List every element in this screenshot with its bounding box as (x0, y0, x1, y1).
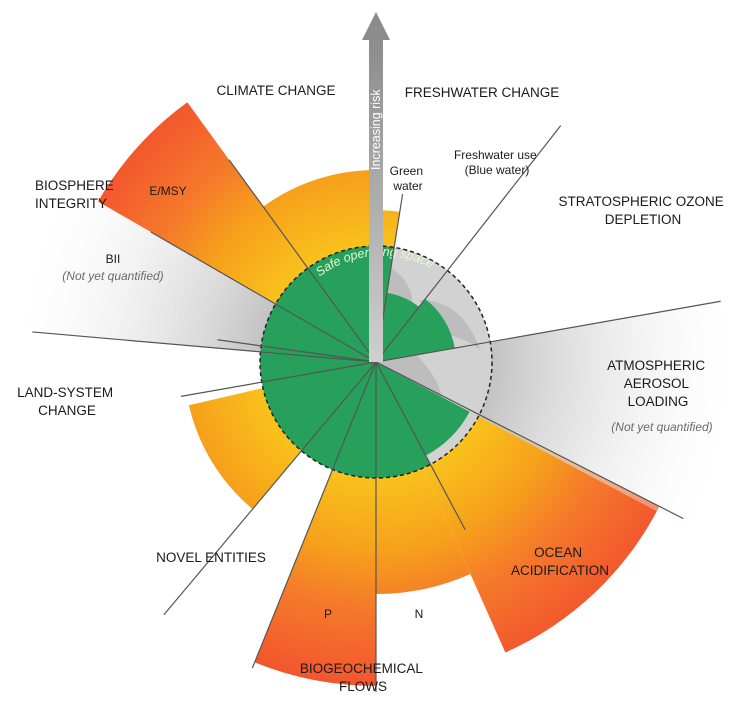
globe: Safe operating space (259, 245, 493, 479)
divider-line (251, 361, 377, 669)
label-aerosol-loading: ATMOSPHERIC AEROSOL LOADING (607, 358, 709, 409)
divider-line (375, 125, 562, 363)
label-ocean-acidification: OCEAN ACIDIFICATION (511, 545, 609, 578)
increasing-risk-label: Increasing risk (369, 89, 383, 170)
divider-line (228, 159, 377, 363)
label-ozone-depletion: STRATOSPHERIC OZONE DEPLETION (558, 194, 727, 227)
increasing-risk-arrow: Increasing risk (362, 12, 390, 362)
label-biosphere-integrity: BIOSPHERE INTEGRITY (35, 178, 118, 211)
green-water-label: Green water (390, 164, 427, 193)
emsy-label: E/MSY (149, 184, 186, 198)
label-biogeochemical-flows: BIOGEOCHEMICAL FLOWS (300, 661, 426, 694)
divider-line (163, 361, 377, 616)
divider-line (375, 361, 684, 520)
bii-note: (Not yet quantified) (62, 269, 163, 283)
label-freshwater-change: FRESHWATER CHANGE (405, 85, 560, 100)
safe-operating-space (260, 246, 470, 478)
divider-line (217, 339, 377, 363)
divider-line (375, 361, 466, 531)
blue-water-label: Freshwater use (Blue water) (454, 148, 540, 177)
n-label: N (415, 607, 424, 621)
divider-line (150, 231, 377, 363)
label-novel-entities: NOVEL ENTITIES (156, 550, 266, 565)
p-label: P (324, 607, 332, 621)
divider-line (375, 300, 721, 363)
bii-label: BII (106, 252, 121, 266)
label-land-system-change: LAND-SYSTEM CHANGE (17, 385, 117, 418)
label-climate-change: CLIMATE CHANGE (216, 83, 335, 98)
divider-line (32, 331, 377, 363)
divider-line (180, 361, 377, 397)
aerosol-note: (Not yet quantified) (611, 420, 712, 434)
